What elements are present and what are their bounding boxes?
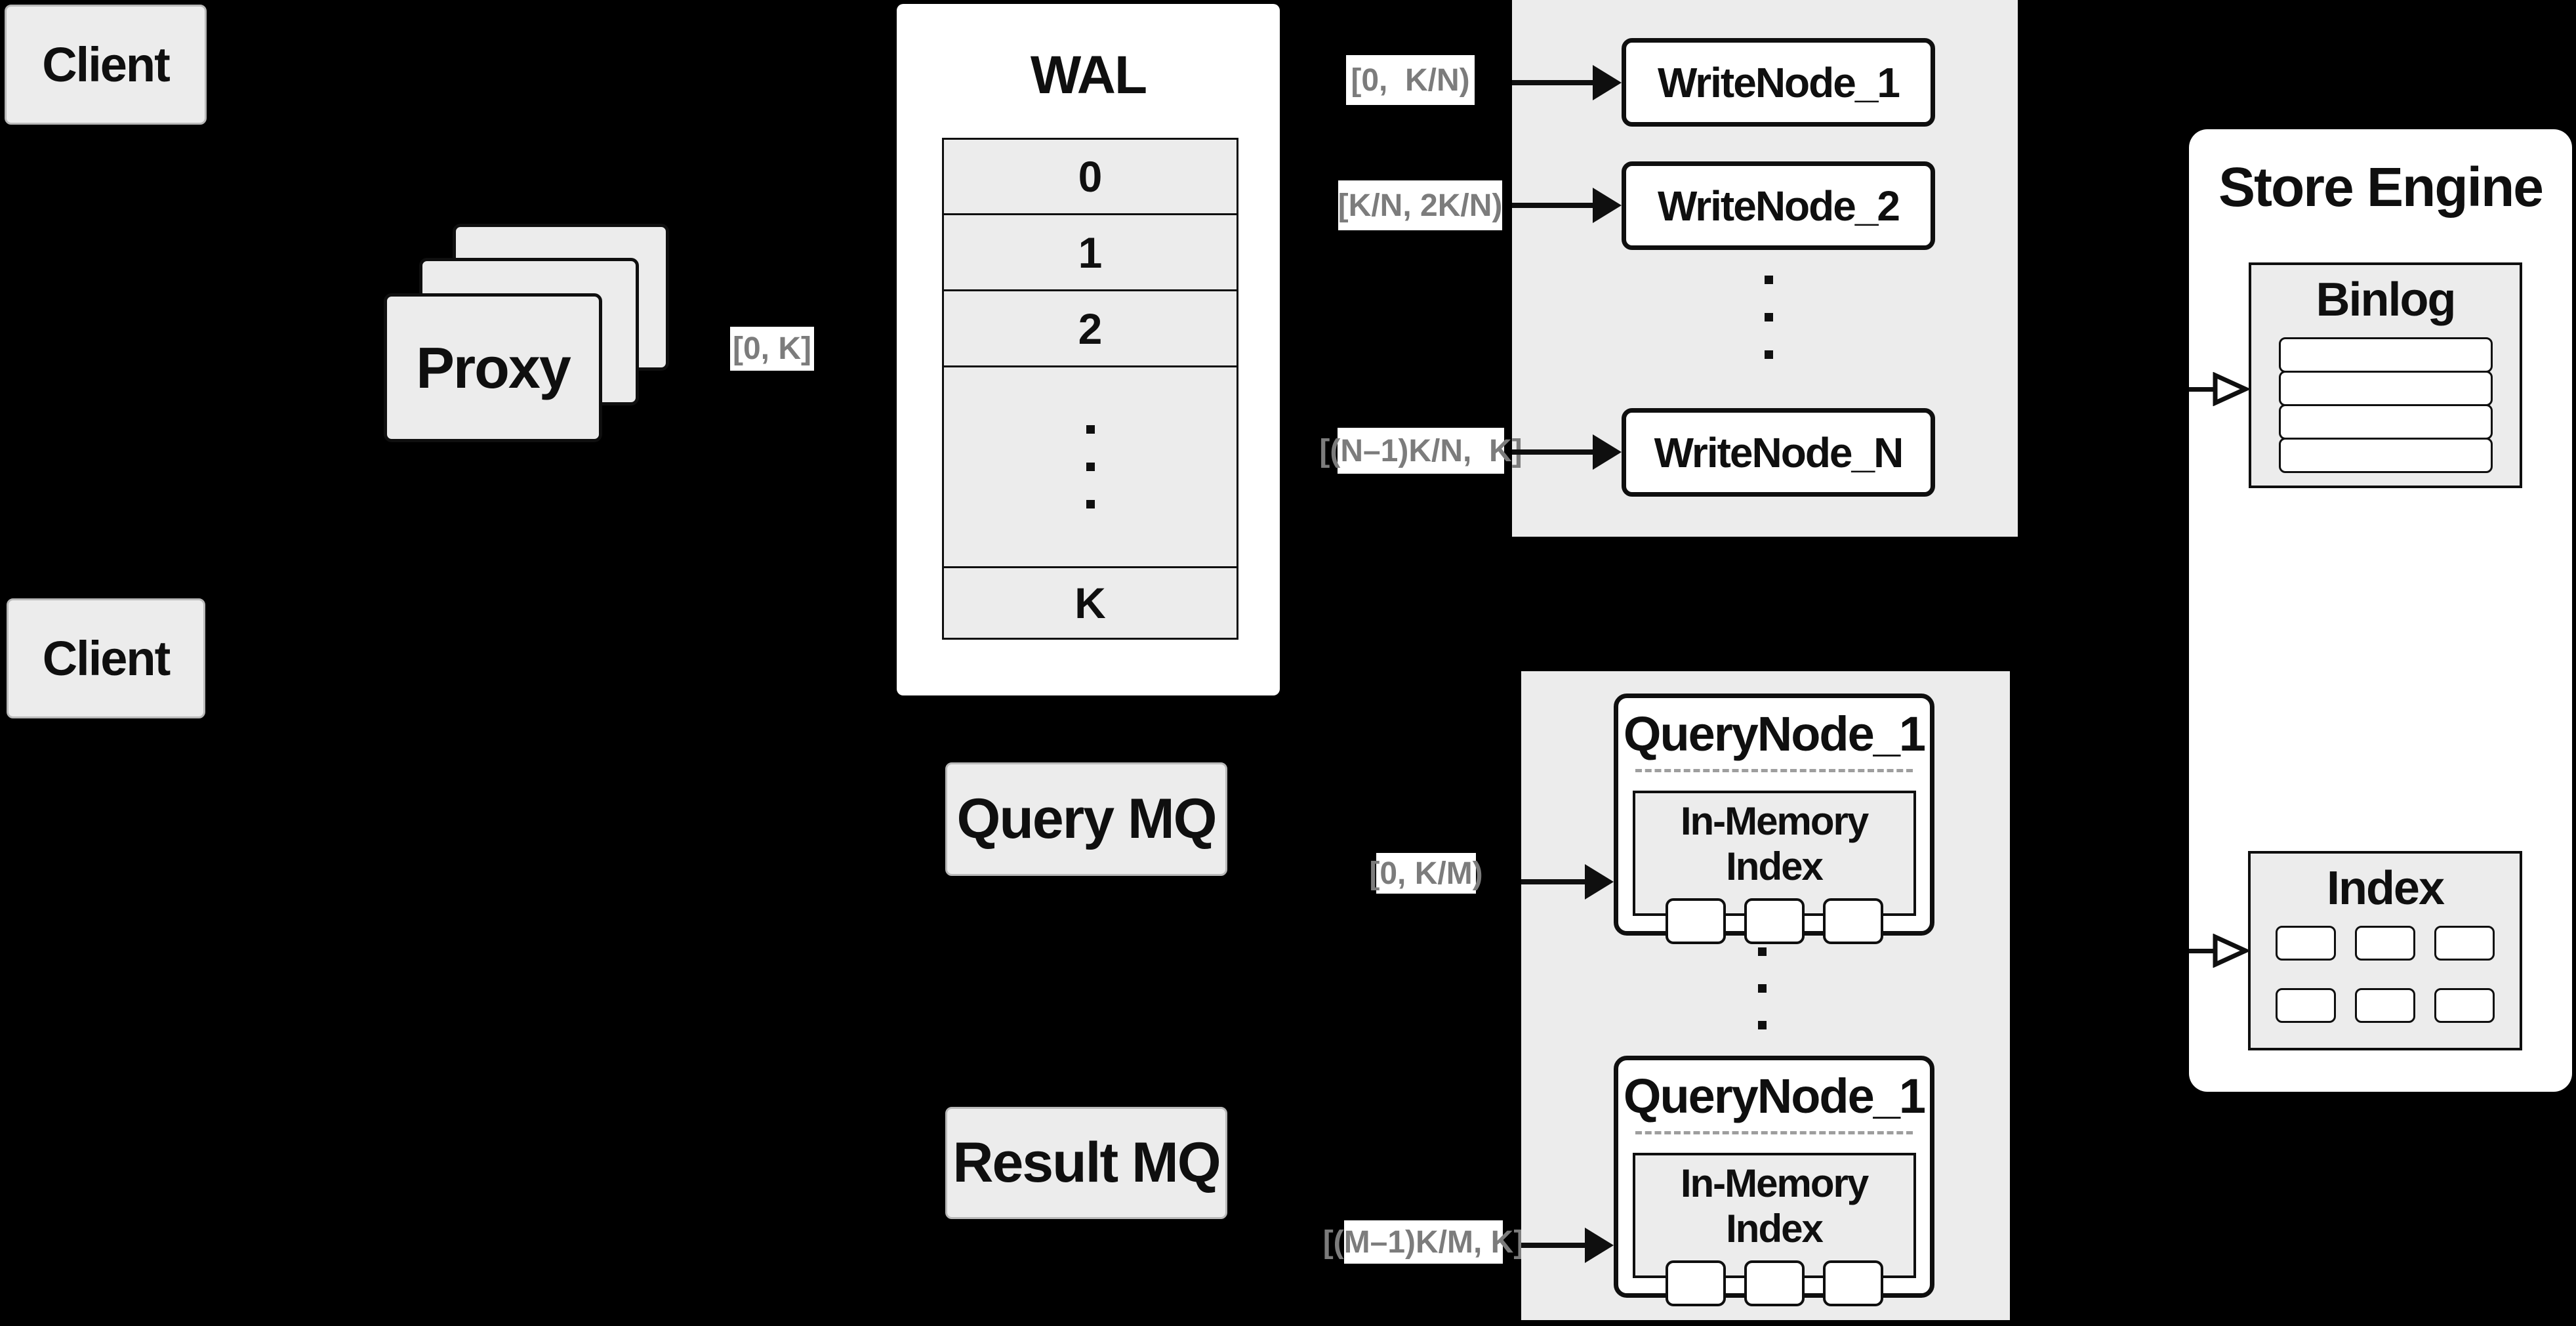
arrow-shaft — [1512, 203, 1598, 208]
vertical-ellipsis-icon — [1086, 425, 1095, 508]
wal-row-0-label: 0 — [1078, 152, 1103, 201]
memory-segment — [1665, 1260, 1726, 1306]
range-label-0-k: [0, K] — [730, 327, 814, 371]
dashed-divider — [1635, 769, 1913, 772]
client-box-top: Client — [5, 5, 207, 125]
wal-title: WAL — [1030, 45, 1147, 105]
querynode-2-title: QueryNode_1 — [1623, 1068, 1926, 1123]
arrow-shaft — [1521, 1243, 1590, 1248]
query-range-label-1: [0, K/M) — [1369, 853, 1483, 894]
arrow-shaft — [1512, 80, 1598, 85]
arrow-to-writenode-2 — [1512, 188, 1622, 223]
wal-row-k-label: K — [1074, 579, 1106, 627]
write-range-label-1: [0, K/N) — [1346, 55, 1475, 105]
arrow-to-writenode-1 — [1512, 65, 1622, 100]
result-mq-label: Result MQ — [952, 1131, 1221, 1194]
wal-row-1-label: 1 — [1078, 228, 1103, 277]
memory-segments — [1635, 1260, 1913, 1306]
arrow-shaft — [2189, 387, 2219, 392]
query-mq-label: Query MQ — [956, 787, 1217, 850]
open-arrow-to-index — [2189, 934, 2249, 968]
arrow-head-icon — [1593, 65, 1622, 100]
in-memory-index-box-2: In-Memory Index — [1632, 1153, 1916, 1306]
memory-segment — [1665, 898, 1726, 944]
arrow-shaft — [1521, 879, 1590, 884]
open-arrow-to-binlog — [2189, 372, 2249, 406]
index-cells-row — [2251, 988, 2520, 1023]
arrow-to-querynode-1 — [1521, 864, 1614, 900]
wal-row-1: 1 — [944, 215, 1237, 291]
write-range-label-2: [K/N, 2K/N) — [1338, 180, 1502, 230]
wal-row-0: 0 — [944, 140, 1237, 215]
arrow-to-querynode-2 — [1521, 1228, 1614, 1263]
querynode-ellipsis-icon — [1758, 947, 1767, 1029]
arrow-shaft — [2189, 949, 2219, 953]
index-cell — [2355, 988, 2415, 1023]
index-title: Index — [2326, 862, 2445, 915]
wal-row-ellipsis — [944, 367, 1237, 568]
arrow-head-icon — [1593, 188, 1622, 223]
query-mq-box: Query MQ — [945, 762, 1227, 876]
arrow-to-writenode-n — [1512, 434, 1622, 470]
dashed-divider — [1635, 1131, 1913, 1134]
client-box-bottom: Client — [7, 598, 205, 718]
writenode-ellipsis-icon — [1765, 276, 1773, 359]
querynode-2-box: QueryNode_1 In-Memory Index — [1614, 1056, 1934, 1306]
open-arrow-head-icon — [2213, 934, 2249, 968]
index-cell — [2276, 988, 2336, 1023]
in-memory-index-box-1: In-Memory Index — [1632, 791, 1916, 944]
writenode-2-label: WriteNode_2 — [1657, 182, 1900, 230]
proxy-card-front: Proxy — [384, 293, 602, 442]
store-engine-panel: Store Engine Binlog Index — [2189, 129, 2572, 1092]
memory-segments — [1635, 898, 1913, 944]
wal-row-k: K — [944, 568, 1237, 638]
client-top-label: Client — [42, 37, 171, 92]
query-range-label-2: [(M–1)K/M, K] — [1323, 1220, 1524, 1264]
querynode-1-title: QueryNode_1 — [1623, 706, 1926, 761]
index-cells-row — [2251, 926, 2520, 961]
index-cell — [2355, 926, 2415, 961]
binlog-row — [2278, 337, 2493, 373]
index-cell — [2276, 926, 2336, 961]
writenode-2-box: WriteNode_2 — [1622, 161, 1935, 250]
in-memory-index-title: In-Memory Index — [1680, 799, 1869, 888]
memory-segment — [1822, 1260, 1883, 1306]
binlog-box: Binlog — [2249, 262, 2522, 488]
arrow-shaft — [1512, 449, 1598, 455]
writenode-n-label: WriteNode_N — [1654, 428, 1904, 476]
memory-segment — [1822, 898, 1883, 944]
wal-row-2-label: 2 — [1078, 304, 1103, 353]
binlog-row — [2278, 371, 2493, 406]
proxy-label: Proxy — [416, 335, 571, 400]
arrow-head-icon — [1585, 864, 1614, 900]
index-box: Index — [2248, 851, 2522, 1050]
writenode-1-label: WriteNode_1 — [1657, 58, 1900, 106]
in-memory-index-title: In-Memory Index — [1680, 1161, 1869, 1251]
arrow-head-icon — [1585, 1228, 1614, 1263]
wal-row-2: 2 — [944, 291, 1237, 367]
result-mq-box: Result MQ — [945, 1107, 1227, 1219]
write-range-label-3: [(N–1)K/N, K] — [1319, 428, 1523, 474]
open-arrow-head-icon — [2213, 372, 2249, 406]
client-bottom-label: Client — [42, 631, 171, 686]
writenode-n-box: WriteNode_N — [1622, 408, 1935, 497]
memory-segment — [1744, 898, 1805, 944]
querynode-1-box: QueryNode_1 In-Memory Index — [1614, 694, 1934, 944]
arrow-head-icon — [1593, 434, 1622, 470]
wal-table: 0 1 2 K — [942, 138, 1238, 640]
memory-segment — [1744, 1260, 1805, 1306]
binlog-row — [2278, 438, 2493, 473]
writenode-1-box: WriteNode_1 — [1622, 38, 1935, 127]
binlog-title: Binlog — [2316, 274, 2457, 326]
binlog-row — [2278, 404, 2493, 440]
index-cell — [2434, 988, 2495, 1023]
store-engine-title: Store Engine — [2218, 156, 2544, 218]
index-cell — [2434, 926, 2495, 961]
wal-panel: WAL 0 1 2 K — [897, 4, 1280, 695]
